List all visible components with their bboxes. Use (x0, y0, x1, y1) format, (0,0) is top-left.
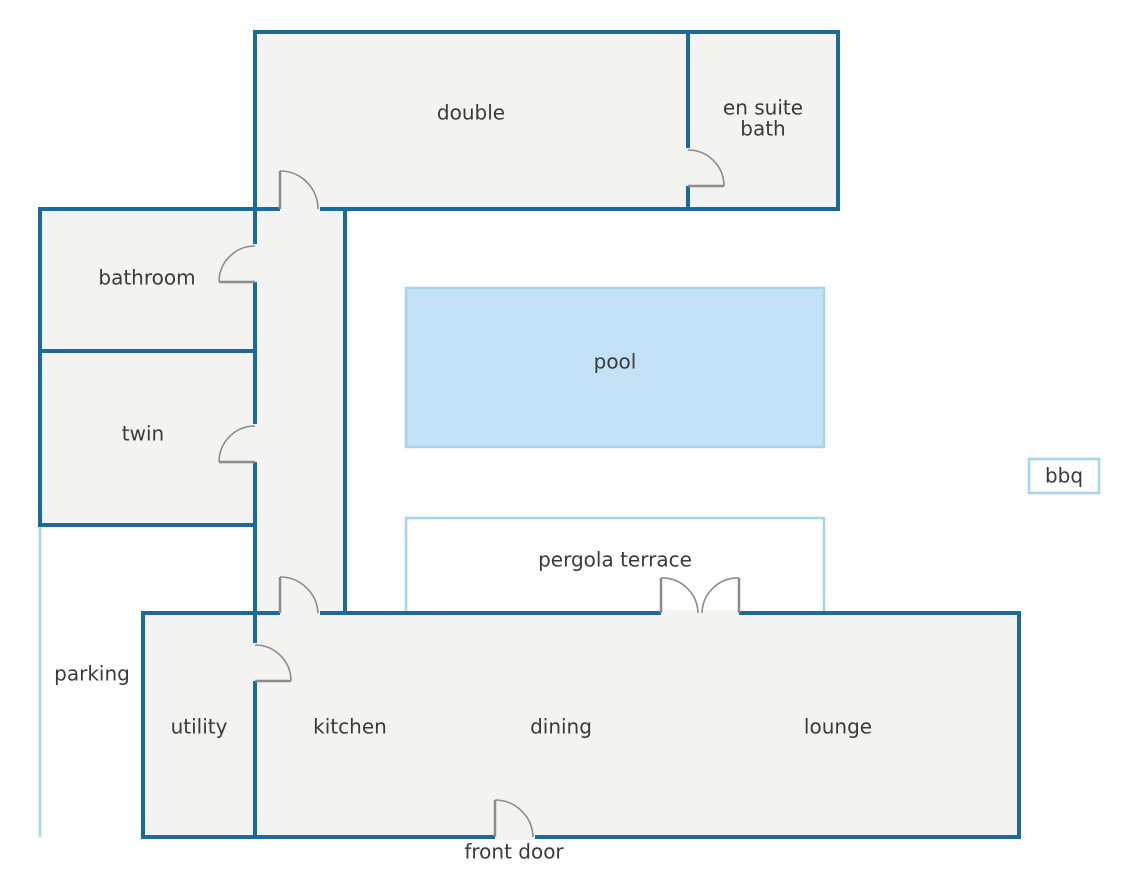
label-pergola-terrace: pergola terrace (538, 548, 692, 572)
west-rooms-block (38, 207, 257, 527)
door-twin[interactable] (218, 424, 258, 464)
label-ensuite-line1: en suite (723, 96, 803, 120)
label-twin: twin (122, 422, 164, 446)
label-front-door: front door (464, 840, 564, 864)
pool-area[interactable] (404, 286, 826, 449)
bbq-area[interactable] (1027, 457, 1101, 495)
label-bbq: bbq (1045, 464, 1083, 488)
door-utility[interactable] (252, 643, 292, 683)
label-parking: parking (54, 662, 130, 686)
label-kitchen: kitchen (313, 715, 387, 739)
label-double: double (437, 101, 505, 125)
door-bathroom[interactable] (218, 244, 258, 284)
door-double-bedroom[interactable] (278, 170, 320, 212)
label-lounge: lounge (804, 715, 872, 739)
main-living-block[interactable] (141, 611, 1021, 839)
pergola-terrace-area[interactable] (404, 516, 826, 613)
label-pool: pool (594, 350, 637, 374)
label-ensuite-line2: bath (740, 117, 785, 141)
double-bedroom[interactable] (253, 30, 840, 211)
door-ensuite[interactable] (685, 148, 725, 188)
label-dining: dining (530, 715, 592, 739)
label-utility: utility (171, 715, 228, 739)
label-bathroom: bathroom (98, 266, 195, 290)
door-hall-to-living[interactable] (278, 576, 320, 616)
door-pergola-double[interactable] (659, 577, 741, 616)
front-door[interactable] (493, 799, 535, 840)
hallway[interactable] (253, 207, 347, 615)
